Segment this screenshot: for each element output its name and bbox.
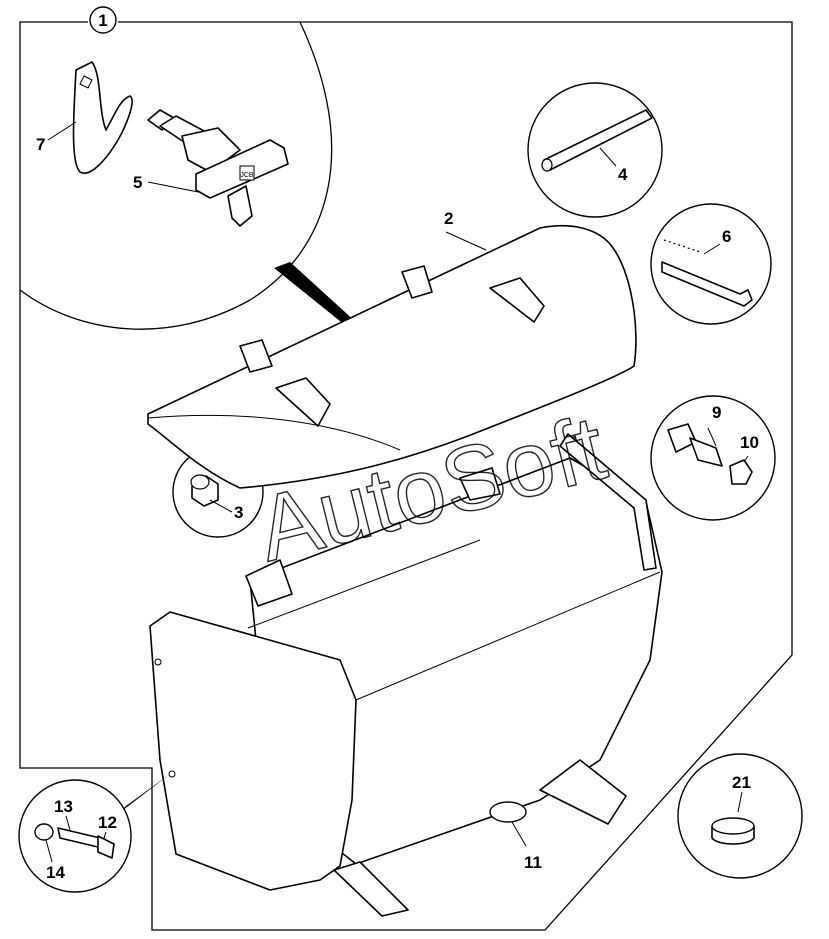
fastener-detail: 13 12 14 (18, 779, 132, 893)
latch-part-5: JCB (147, 109, 289, 227)
callout-11: 11 (524, 853, 542, 872)
callout-1: 1 (89, 6, 117, 34)
callout-21: 21 (732, 773, 751, 792)
latch-badge: JCB (240, 172, 254, 179)
cap-detail: 21 (677, 753, 803, 879)
callout-6: 6 (722, 227, 731, 246)
callout-3: 3 (234, 503, 243, 522)
lid-part-2: 2 (147, 209, 637, 489)
rod-detail: 4 (527, 82, 663, 218)
svg-text:1: 1 (98, 11, 107, 30)
callout-12: 12 (98, 813, 117, 832)
callout-4: 4 (618, 165, 628, 184)
storage-box: 11 (149, 433, 663, 917)
callout-2: 2 (444, 209, 453, 228)
callout-14: 14 (46, 863, 65, 882)
hook-part-7 (72, 61, 133, 174)
callout-9: 9 (712, 403, 721, 422)
callout-13: 13 (54, 797, 73, 816)
assembly-border (19, 21, 793, 931)
callout-5: 5 (133, 173, 142, 192)
callout-10: 10 (740, 433, 759, 452)
seal-detail: 6 (650, 203, 772, 325)
bolt-pointer (118, 774, 170, 814)
bolt-nut-detail: 9 10 (650, 395, 776, 521)
latch-detail-view: JCB 7 5 (19, 21, 333, 330)
callout-7: 7 (36, 135, 45, 154)
